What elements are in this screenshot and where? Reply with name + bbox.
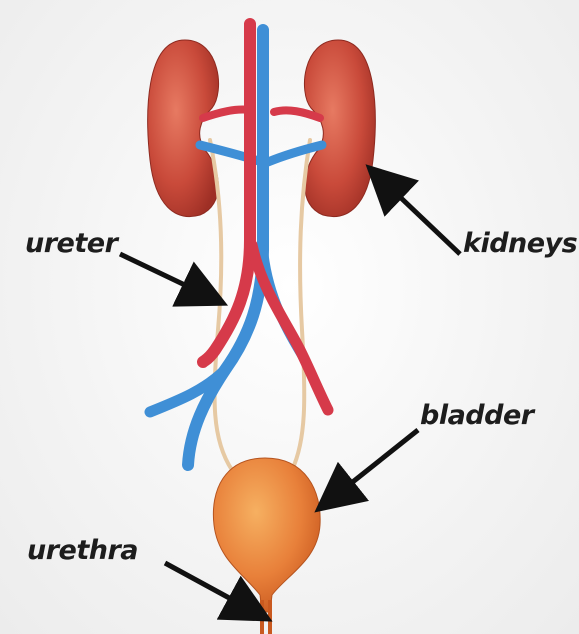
right-iliac-artery <box>252 245 328 410</box>
bladder-shape <box>213 458 320 612</box>
ureter-label: ureter <box>25 228 117 259</box>
kidneys-label: kidneys <box>463 228 577 259</box>
left-kidney <box>148 40 219 217</box>
urethra-label: urethra <box>27 535 138 566</box>
right-kidney <box>304 40 375 217</box>
bladder-label: bladder <box>420 400 534 431</box>
kidneys-arrow <box>380 178 460 254</box>
right-renal-artery <box>274 110 320 118</box>
bladder-arrow <box>330 430 418 500</box>
ureter-arrow <box>120 254 210 297</box>
